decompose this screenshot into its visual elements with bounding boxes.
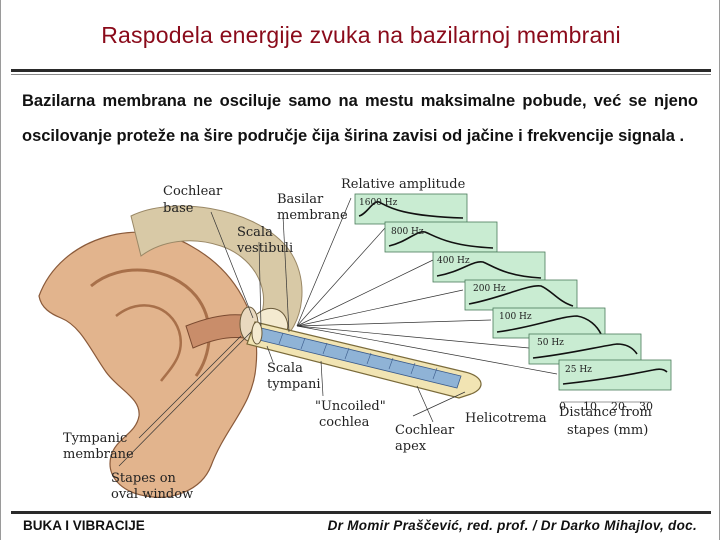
freq-label-1600: 1600 Hz [359, 198, 398, 208]
slide-title: Raspodela energije zvuka na bazilarnoj m… [1, 22, 720, 49]
freq-panel-50: 50 Hz [529, 334, 641, 364]
freq-label-25: 25 Hz [565, 365, 592, 375]
freq-label-200: 200 Hz [473, 284, 506, 294]
label-helicotrema: Helicotrema [465, 411, 547, 426]
label-cochlear-base-1: Cochlear [163, 184, 223, 199]
freq-panel-800: 800 Hz [385, 222, 497, 252]
freq-panel-200: 200 Hz [465, 280, 577, 310]
freq-label-50: 50 Hz [537, 338, 564, 348]
body-paragraph: Bazilarna membrana ne osciluje samo na m… [22, 84, 698, 153]
freq-panel-100: 100 Hz [493, 308, 605, 338]
freq-label-100: 100 Hz [499, 312, 532, 322]
freq-panel-1600: 1600 Hz [355, 194, 467, 224]
label-uncoiled-cochlea-1: "Uncoiled" [315, 399, 386, 414]
label-scala-vestibuli-1: Scala [237, 225, 273, 240]
label-distance-2: stapes (mm) [567, 423, 648, 438]
label-tympanic-membrane-1: Tympanic [63, 431, 127, 446]
label-distance-1: Distance from [559, 405, 652, 420]
title-divider-thin [11, 74, 711, 75]
cochlea-figure: 1600 Hz 800 Hz 400 Hz 200 Hz 100 Hz 50 H… [21, 176, 711, 512]
footer-divider [11, 511, 711, 514]
label-cochlear-base-2: base [163, 201, 194, 216]
label-basilar-membrane-2: membrane [277, 208, 348, 223]
title-divider [11, 69, 711, 72]
freq-label-400: 400 Hz [437, 256, 470, 266]
label-stapes-1: Stapes on [111, 471, 177, 486]
freq-panel-400: 400 Hz [433, 252, 545, 282]
label-cochlear-apex-1: Cochlear [395, 423, 455, 438]
label-tympanic-membrane-2: membrane [63, 447, 134, 462]
label-cochlear-apex-2: apex [395, 439, 427, 454]
label-scala-vestibuli-2: vestibuli [236, 241, 293, 256]
footer-authors: Dr Momir Praščević, red. prof. / Dr Dark… [328, 518, 697, 533]
label-basilar-membrane-1: Basilar [277, 192, 324, 207]
label-uncoiled-cochlea-2: cochlea [319, 415, 370, 430]
label-relative-amplitude: Relative amplitude [341, 177, 466, 192]
footer-course: BUKA I VIBRACIJE [23, 518, 145, 533]
freq-panel-25: 25 Hz [559, 360, 671, 390]
label-scala-tympani-2: tympani [267, 377, 321, 392]
label-scala-tympani-1: Scala [267, 361, 303, 376]
freq-label-800: 800 Hz [391, 227, 424, 237]
label-stapes-2: oval window [111, 487, 193, 502]
